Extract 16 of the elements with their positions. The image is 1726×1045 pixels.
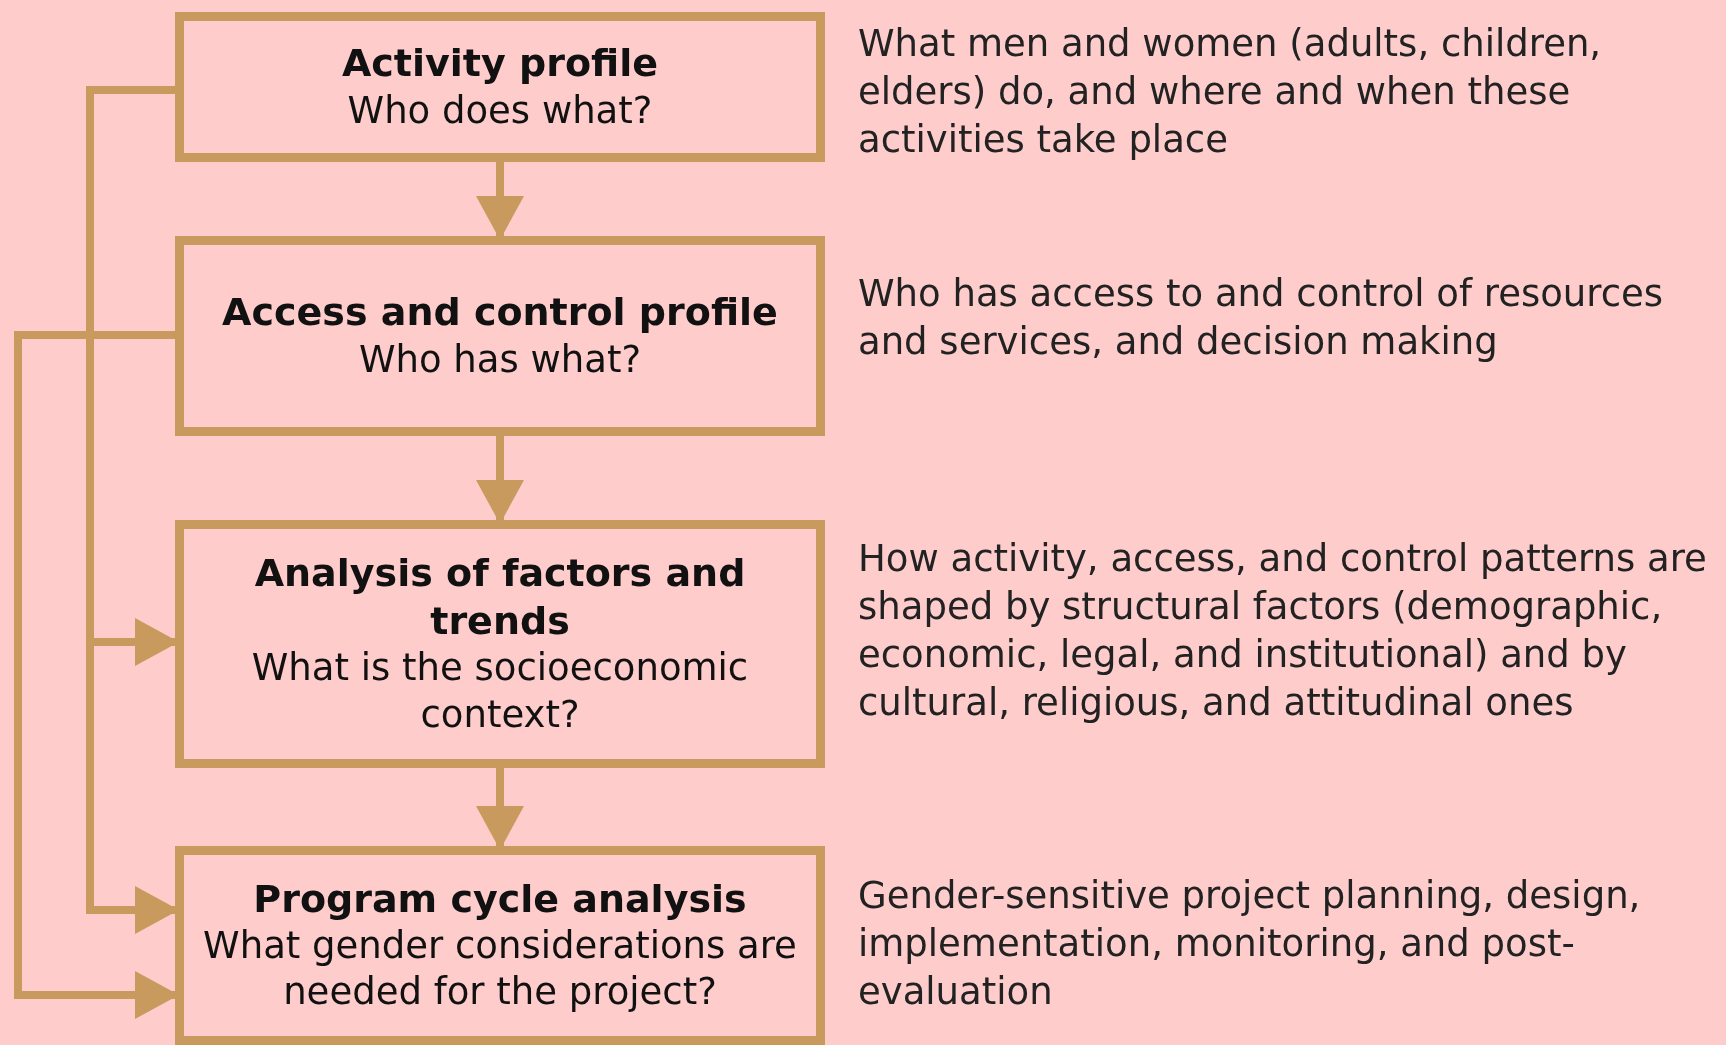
box-heading: Program cycle analysis: [253, 875, 747, 923]
description-text: What men and women (adults, children, elders) do, and where and when these activities take place: [858, 21, 1603, 164]
box-question: What is the socioeconomic context?: [250, 645, 750, 738]
box-question: Who does what?: [347, 87, 653, 134]
process-box: [175, 846, 825, 1045]
process-box: [175, 236, 825, 436]
box-heading: Analysis of factors and trends: [253, 550, 747, 645]
box-heading: Access and control profile: [222, 289, 778, 337]
box-heading: Activity profile: [341, 40, 659, 88]
description-text: Who has access to and control of resources and services, and decision making: [858, 271, 1665, 366]
process-box: [175, 520, 825, 768]
process-box: [175, 12, 825, 162]
box-question: Who has what?: [358, 336, 642, 383]
description-text: How activity, access, and control patterns are shaped by structural factors (demographic, economic, legal, and institutional) and by cultural, religious, and attitudinal ones: [858, 536, 1708, 727]
description-text: Gender-sensitive project planning, design, implementation, monitoring, and post-evaluation: [858, 873, 1642, 1016]
box-question: What gender considerations are needed for the project?: [202, 923, 798, 1016]
